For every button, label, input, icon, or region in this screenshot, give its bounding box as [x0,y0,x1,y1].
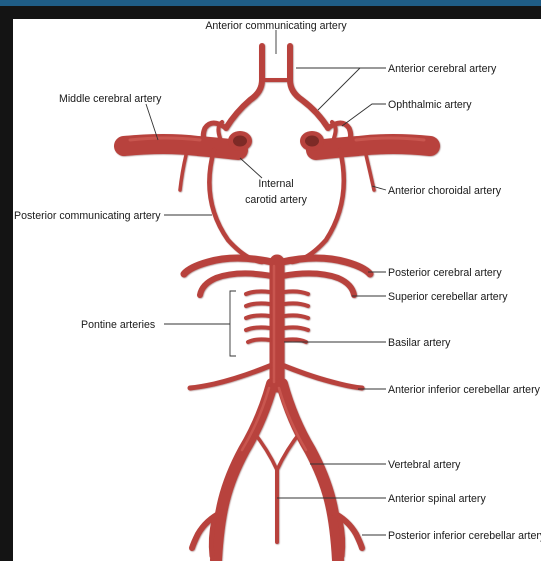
leader-internal-carotid [240,158,262,178]
label-anterior-spinal-artery: Anterior spinal artery [388,493,486,505]
diagram-canvas: Anterior communicating artery Anterior c… [13,19,541,561]
label-anterior-communicating-artery: Anterior communicating artery [205,20,347,32]
leader-ophthalmic [342,104,386,126]
label-internal-carotid-line2: carotid artery [245,194,308,206]
label-middle-cerebral-artery: Middle cerebral artery [59,93,162,105]
label-posterior-cerebral-artery: Posterior cerebral artery [388,267,502,279]
frame-left-bar [0,6,13,561]
label-anterior-inferior-cerebellar-artery: Anterior inferior cerebellar artery [388,384,541,396]
label-posterior-inferior-cerebellar-artery: Posterior inferior cerebellar artery [388,530,541,542]
circle-of-willis-diagram: Anterior communicating artery Anterior c… [13,19,541,561]
label-internal-carotid-line1: Internal [258,178,293,190]
label-vertebral-artery: Vertebral artery [388,459,461,471]
leader-anterior-cerebral-b [318,68,360,110]
label-pontine-arteries: Pontine arteries [81,319,155,331]
label-anterior-choroidal-artery: Anterior choroidal artery [388,185,502,197]
anterior-spinal-artery [252,430,302,542]
label-posterior-communicating-artery: Posterior communicating artery [14,210,161,222]
leader-pontine-bracket [230,291,236,356]
posterior-communicating-arteries [209,150,343,262]
middle-cerebral-arteries [124,144,430,150]
internal-carotid-cut-ends [228,131,324,151]
label-superior-cerebellar-artery: Superior cerebellar artery [388,291,508,303]
anterior-cerebral-arteries [226,46,328,128]
frame-top-bar [0,0,541,6]
artery-tree [124,46,430,560]
label-basilar-artery: Basilar artery [388,337,451,349]
label-anterior-cerebral-artery: Anterior cerebral artery [388,63,497,75]
label-ophthalmic-artery: Ophthalmic artery [388,99,472,111]
